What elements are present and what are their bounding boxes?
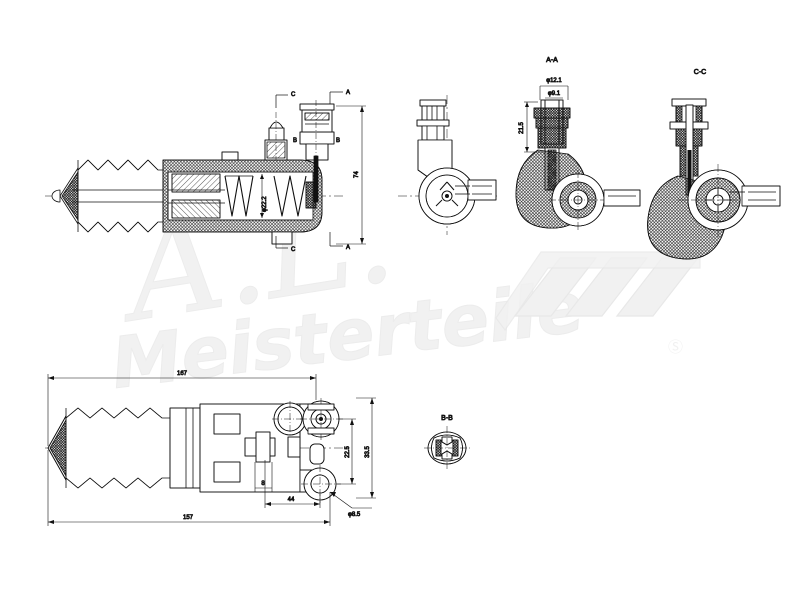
section-markers-main — [275, 91, 343, 249]
mount-boss-bottom — [271, 231, 293, 245]
dimension-label-phi121: φ12.1 — [546, 78, 562, 84]
section-marker-a-bottom: A — [346, 245, 350, 251]
section-marker-c-top: C — [291, 92, 296, 98]
dimension-label-215: 21.5 — [519, 122, 525, 134]
dimension-label-phi91: φ9.1 — [548, 91, 561, 97]
dimension-335 — [356, 397, 376, 499]
main-sectional-view: C A B B C A 74 φ22.2 — [45, 90, 366, 253]
dimension-label-74: 74 — [354, 171, 360, 178]
end-elevation-view — [398, 95, 500, 235]
dimension-label-167: 167 — [177, 371, 188, 377]
dimension-8 — [254, 462, 273, 492]
dimension-44 — [264, 460, 321, 508]
section-a-a: A-A φ12.1 φ9.1 21.5 — [515, 57, 641, 230]
hydraulic-port-connector — [299, 100, 335, 203]
dimension-label-335: 33.5 — [365, 446, 371, 458]
section-marker-c-bottom: C — [291, 247, 296, 253]
dimension-157 — [47, 450, 331, 526]
dimension-bore-dia-arrows — [260, 174, 264, 218]
section-marker-b-left: B — [293, 138, 297, 144]
dimension-74 — [336, 105, 366, 245]
dimension-label-bore-dia: φ22.2 — [262, 196, 268, 212]
section-b-b: B-B — [424, 415, 470, 470]
return-spring-left — [224, 175, 254, 217]
dimension-label-157: 157 — [183, 515, 194, 521]
section-marker-b-right: B — [336, 138, 340, 144]
section-c-c-label: C-C — [694, 69, 706, 76]
dimension-phi121 — [539, 85, 569, 100]
dimension-label-225: 22.5 — [345, 446, 351, 458]
dimension-225 — [336, 418, 356, 485]
body-lug — [221, 151, 239, 161]
dimension-label-44: 44 — [288, 497, 295, 503]
section-a-a-label: A-A — [546, 57, 558, 64]
plan-view: 167 157 44 — [45, 371, 376, 526]
dimension-label-8: 8 — [261, 481, 265, 487]
rubber-boot — [51, 159, 164, 233]
bleed-screw-assembly — [264, 112, 288, 161]
section-marker-a-top: A — [346, 90, 350, 96]
dimension-215 — [524, 101, 545, 153]
plan-boot — [65, 407, 171, 489]
dimension-label-phi85: φ8.5 — [348, 512, 361, 518]
section-c-c: C-C — [647, 69, 781, 260]
dimension-167 — [47, 374, 317, 446]
section-b-b-label: B-B — [441, 415, 453, 422]
dimension-phi85-leader — [329, 491, 372, 509]
watermark-logo-mark — [495, 251, 701, 332]
watermark-registered-icon: Ⓢ — [668, 338, 683, 356]
cylinder-wall-hatch — [171, 173, 221, 219]
return-spring-right — [273, 175, 307, 217]
